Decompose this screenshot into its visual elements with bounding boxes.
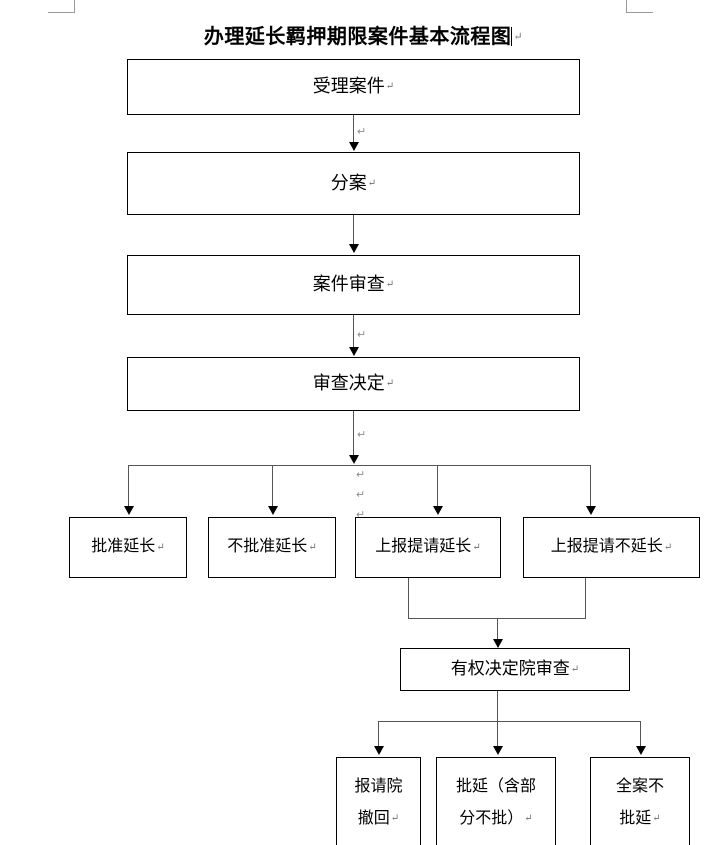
page-title-text: 办理延长羁押期限案件基本流程图 [203,26,512,48]
pilcrow-icon: ↵ [385,81,395,93]
pilcrow-icon: ↵ [357,126,367,138]
arrowhead-icon [493,746,503,755]
flow-box-accept-label: 受理案件 [312,76,385,97]
arrowhead-icon [349,455,359,464]
flow-box-approve-partial-line1: 批延（含部 [455,778,536,795]
flow-box-disapprove-extend-label: 不批准延长 [227,538,308,556]
pilcrow-icon: ↵ [472,541,481,553]
flow-box-decision-label: 审查决定 [312,373,385,394]
flow-box-reject-all-line2: 批延 [619,810,652,827]
flow-box-accept[interactable]: 受理案件↵ [127,59,580,115]
arrowhead-icon [586,506,596,515]
connector-split-to-approve [128,465,129,512]
arrowhead-icon [636,746,646,755]
connector-accept-to-assign [353,115,354,150]
flow-box-approve-extend-label: 批准延长 [91,538,156,556]
text-cursor [511,27,513,46]
pilcrow-icon: ↵ [385,378,395,390]
flow-box-approve-partial[interactable]: 批延（含部分不批）↵ [436,757,556,845]
flow-box-approve-partial-label: 批延（含部分不批）↵ [456,771,536,835]
pilcrow-icon: ↵ [524,813,533,824]
pilcrow-icon: ↵ [357,329,367,341]
flow-box-decision[interactable]: 审查决定↵ [127,357,580,411]
flow-box-authority-review-label: 有权决定院审查 [450,659,570,679]
pilcrow-icon: ↵ [308,541,317,553]
arrowhead-icon [124,506,134,515]
flow-box-request-withdrawal-line1: 报请院 [354,778,403,795]
pilcrow-icon: ↵ [356,509,366,521]
connector-split-to-disapprove [272,465,273,512]
connector-split-to-report-no-extend [590,465,591,512]
connector-report-extend-down [408,578,409,618]
arrowhead-icon [493,639,503,648]
flow-box-review-label: 案件审查 [312,274,385,295]
flow-box-reject-all-label: 全案不批延↵ [616,771,664,835]
pilcrow-icon: ↵ [663,541,673,553]
flow-box-assign-label: 分案 [330,172,367,193]
pilcrow-icon: ↵ [356,469,366,481]
flow-box-request-withdrawal[interactable]: 报请院撤回↵ [336,757,421,845]
pilcrow-icon: ↵ [367,177,377,189]
arrowhead-icon [374,746,384,755]
flow-box-report-request-no-extend-label: 上报提请不延长 [550,538,663,556]
arrowhead-icon [433,506,443,515]
connector-split-to-approve-partial [497,721,498,750]
flow-box-reject-all[interactable]: 全案不批延↵ [590,757,690,845]
pilcrow-icon: ↵ [156,541,165,553]
page-margin-corner-top-left [48,0,75,13]
arrowhead-icon [349,244,359,253]
flow-box-request-withdrawal-line2: 撤回 [357,810,390,827]
page-title: 办理延长羁押期限案件基本流程图↵ [0,20,727,49]
arrowhead-icon [268,506,278,515]
pilcrow-icon: ↵ [570,663,580,675]
connector-review-to-decision [353,315,354,355]
flow-box-authority-review[interactable]: 有权决定院审查↵ [400,648,630,691]
pilcrow-icon: ↵ [513,31,524,43]
pilcrow-icon: ↵ [652,813,661,824]
flow-box-assign[interactable]: 分案↵ [127,152,580,215]
pilcrow-icon: ↵ [357,429,367,441]
arrowhead-icon [349,142,359,151]
connector-split-bar [128,465,591,466]
flow-box-reject-all-line1: 全案不 [615,778,664,795]
flow-box-report-request-extend[interactable]: 上报提请延长↵ [355,517,501,578]
connector-split-to-reject-all [640,721,641,750]
pilcrow-icon: ↵ [385,279,395,291]
flow-box-report-request-extend-label: 上报提请延长 [375,538,472,556]
connector-split-to-withdrawal [378,721,379,750]
flow-box-approve-extend[interactable]: 批准延长↵ [69,517,187,578]
flow-box-approve-partial-line2: 分不批） [459,810,524,827]
connector-split-to-report-extend [437,465,438,512]
connector-authority-to-split [497,691,498,721]
flow-box-review[interactable]: 案件审查↵ [127,255,580,315]
page-margin-corner-top-right [626,0,653,13]
flow-box-disapprove-extend[interactable]: 不批准延长↵ [208,517,336,578]
pilcrow-icon: ↵ [390,813,400,824]
flow-box-report-request-no-extend[interactable]: 上报提请不延长↵ [523,517,700,578]
connector-outcome-split-bar [378,721,640,722]
connector-decision-to-split [353,411,354,461]
arrowhead-icon [349,347,359,356]
pilcrow-icon: ↵ [356,489,366,501]
flow-box-request-withdrawal-label: 报请院撤回↵ [354,771,402,835]
connector-merge-to-authority [497,618,498,647]
connector-assign-to-review [353,215,354,252]
connector-report-no-extend-down [585,578,586,618]
